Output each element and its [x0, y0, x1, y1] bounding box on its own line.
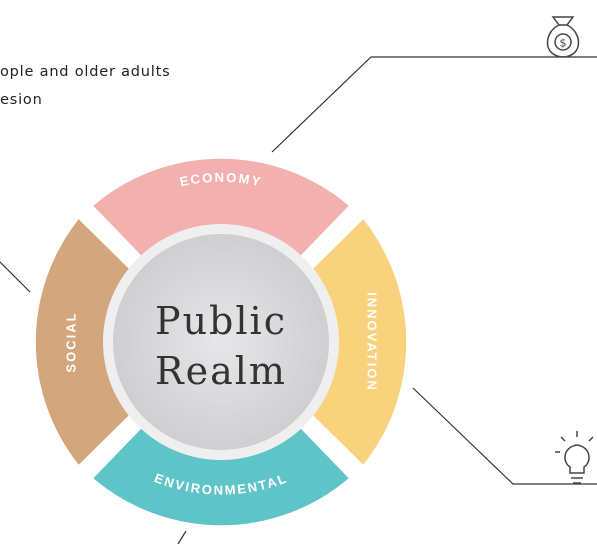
- center-title-line-2: Realm: [155, 349, 287, 393]
- connector-economy: [271, 56, 597, 153]
- hub: [113, 234, 329, 450]
- center-title-line-1: Public: [155, 299, 287, 343]
- segment-innovation: [311, 219, 407, 465]
- label-economy: ECONOMY: [178, 170, 263, 190]
- segment-economy: [93, 158, 349, 258]
- label-innovation: INNOVATION: [365, 292, 380, 392]
- connector-lines: [0, 56, 597, 544]
- label-social: SOCIAL: [63, 311, 78, 372]
- segment-environmental: [93, 426, 349, 526]
- intro-text-line-1: ople and older adults: [0, 64, 171, 80]
- money-bag-icon: $: [546, 16, 580, 58]
- connector-innovation: [412, 387, 597, 485]
- connector-environmental: [177, 530, 187, 544]
- lightbulb-icon: [555, 431, 594, 484]
- svg-text:$: $: [560, 37, 567, 50]
- segment-social: [35, 219, 131, 465]
- connector-social: [0, 261, 31, 293]
- intro-text: ople and older adults esion: [0, 58, 170, 114]
- intro-text-line-2: esion: [0, 92, 43, 108]
- wheel: [35, 158, 407, 526]
